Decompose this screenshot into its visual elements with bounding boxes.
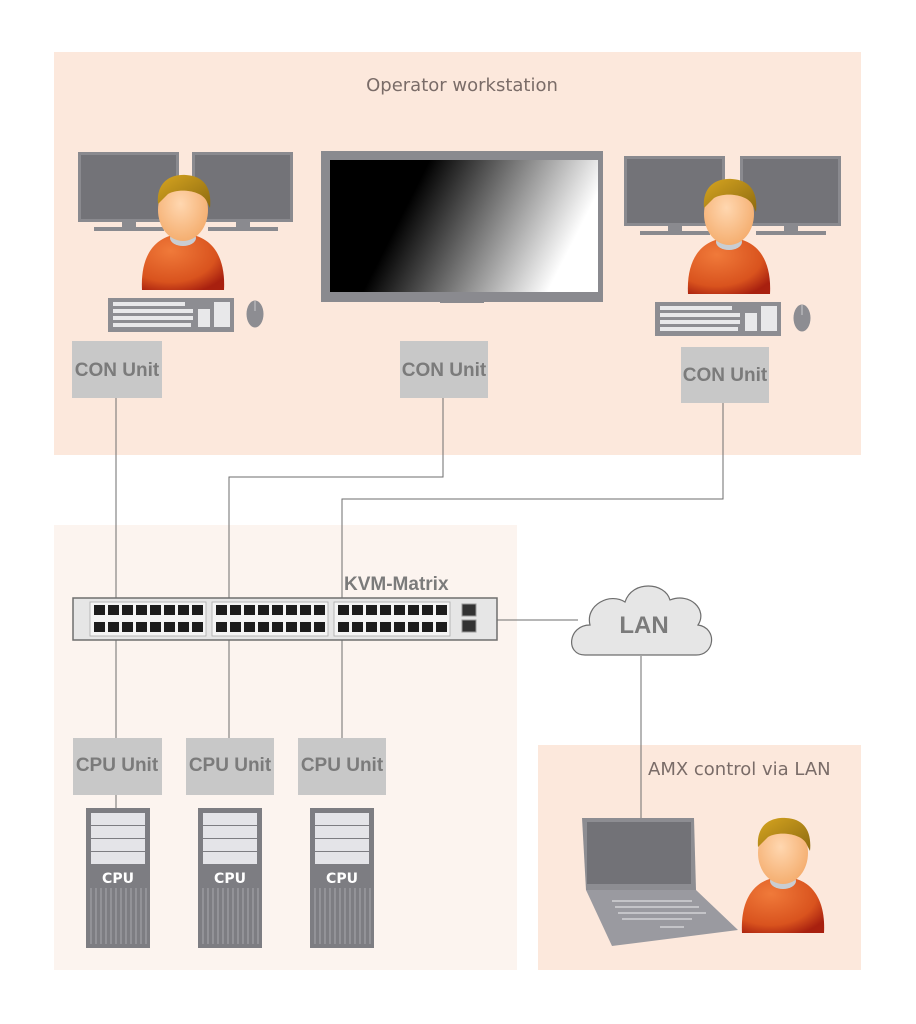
svg-text:CPU Unit: CPU Unit (301, 755, 384, 776)
kvm-matrix-switch (72, 597, 498, 641)
cpu-tower-icon: CPU (310, 808, 374, 948)
network-port (258, 605, 269, 615)
video-wall-display (321, 151, 603, 303)
network-port (314, 605, 325, 615)
cpu-tower-icon: CPU (86, 808, 150, 948)
cpu-tower-label: CPU (214, 871, 246, 887)
network-port (300, 605, 311, 615)
network-port (272, 605, 283, 615)
network-port (300, 622, 311, 632)
network-port (178, 622, 189, 632)
network-port (366, 605, 377, 615)
network-port (94, 605, 105, 615)
uplink-port (461, 619, 477, 633)
mouse-icon (793, 304, 811, 332)
svg-text:LAN: LAN (619, 612, 668, 639)
network-port (408, 605, 419, 615)
con-unit: CON Unit (72, 341, 162, 398)
network-port (108, 622, 119, 632)
monitor-icon (740, 156, 841, 235)
network-port (136, 622, 147, 632)
svg-text:CON Unit: CON Unit (75, 360, 160, 381)
svg-text:CON Unit: CON Unit (402, 360, 487, 381)
svg-text:CPU Unit: CPU Unit (189, 755, 272, 776)
network-port (258, 622, 269, 632)
kvm-matrix-label: KVM-Matrix (344, 574, 449, 595)
con-unit: CON Unit (400, 341, 488, 398)
amx-control-title: AMX control via LAN (648, 759, 831, 780)
svg-text:CON Unit: CON Unit (683, 365, 768, 386)
network-port (150, 605, 161, 615)
network-port (244, 622, 255, 632)
network-port (94, 622, 105, 632)
keyboard-icon (655, 302, 781, 336)
network-port (272, 622, 283, 632)
network-port (338, 605, 349, 615)
lan-cloud: LAN (571, 585, 713, 656)
svg-text:CPU Unit: CPU Unit (76, 755, 159, 776)
network-port (230, 622, 241, 632)
cpu-tower-label: CPU (102, 871, 134, 887)
network-port (244, 605, 255, 615)
cpu-tower-label: CPU (326, 871, 358, 887)
network-port (408, 622, 419, 632)
network-port (122, 622, 133, 632)
cpu-unit: CPU Unit (73, 738, 162, 795)
network-port (352, 605, 363, 615)
network-port (178, 605, 189, 615)
network-port (338, 622, 349, 632)
network-port (108, 605, 119, 615)
con-unit: CON Unit (681, 347, 769, 403)
network-port (380, 622, 391, 632)
cpu-unit: CPU Unit (298, 738, 386, 795)
network-port (436, 605, 447, 615)
network-port (380, 605, 391, 615)
cpu-tower-icon: CPU (198, 808, 262, 948)
cpu-unit: CPU Unit (186, 738, 274, 795)
laptop-icon (582, 818, 738, 946)
network-port (422, 622, 433, 632)
network-port (422, 605, 433, 615)
network-port (352, 622, 363, 632)
mouse-icon (246, 300, 264, 328)
uplink-port (461, 603, 477, 617)
operator-workstation-title: Operator workstation (366, 75, 558, 96)
network-port (394, 605, 405, 615)
network-port (366, 622, 377, 632)
network-port (314, 622, 325, 632)
network-port (216, 605, 227, 615)
connection-wires (115, 398, 724, 820)
network-port (230, 605, 241, 615)
network-port (286, 622, 297, 632)
network-port (286, 605, 297, 615)
network-port (192, 622, 203, 632)
network-port (394, 622, 405, 632)
network-port (216, 622, 227, 632)
keyboard-icon (108, 298, 234, 332)
network-port (122, 605, 133, 615)
network-port (164, 622, 175, 632)
network-port (436, 622, 447, 632)
network-port (164, 605, 175, 615)
network-port (136, 605, 147, 615)
network-port (192, 605, 203, 615)
network-port (150, 622, 161, 632)
